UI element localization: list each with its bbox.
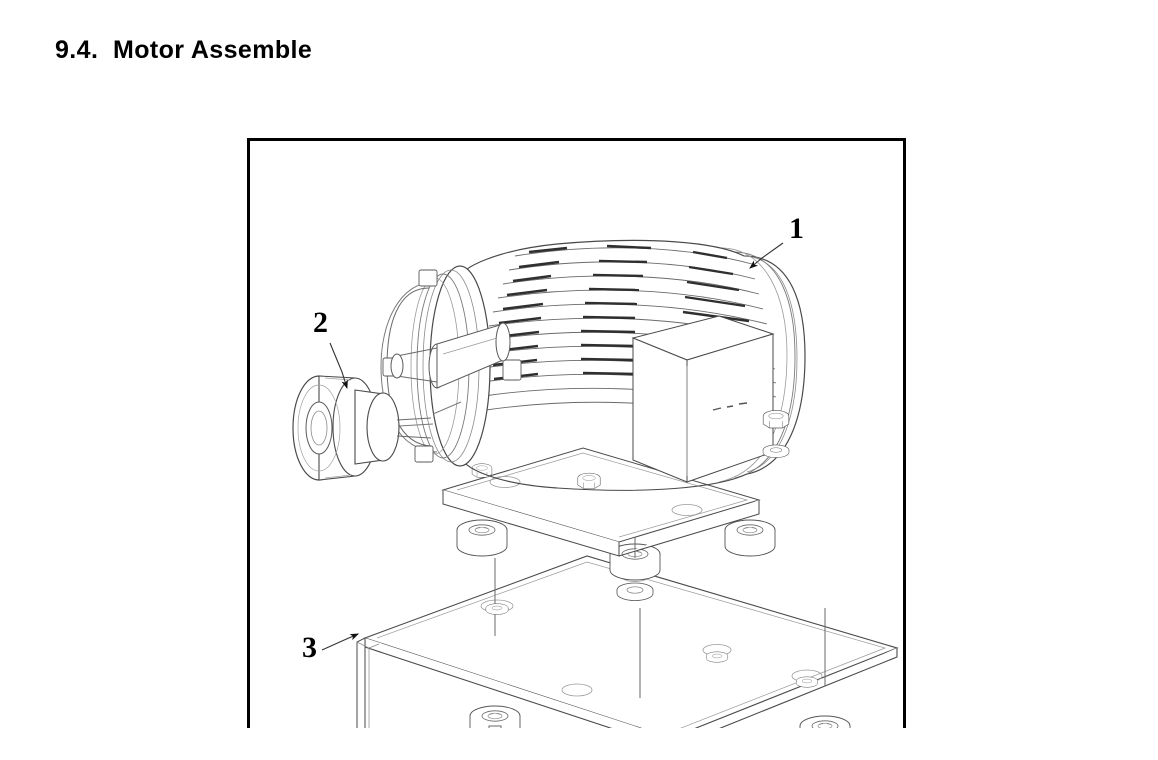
callout-3-label: 3 [302,631,317,664]
pulley-group [292,375,432,481]
base-plate-top-face [363,555,899,728]
motor-assembly-drawing: 1 2 3 [292,212,899,728]
callout-1: 1 [749,212,804,269]
motor-terminal-box [631,315,775,483]
callout-1-label: 1 [789,212,804,245]
motor-body-group [380,239,806,491]
callout-2: 2 [313,306,348,390]
isolator-mount-back-right [724,519,776,557]
motor-shaft [390,322,511,389]
base-plate-flange [356,637,380,728]
page-title: 9.4. Motor Assemble [55,36,313,64]
bolt-stack-front-left [469,558,521,728]
isolator-mount-back-left [456,519,508,557]
motor-bedplate [441,447,761,557]
bolt-stack-front-mid [639,608,641,698]
callout-2-label: 2 [313,306,328,339]
bolt-stack-front-right [799,608,851,728]
base-plate-group [356,555,899,728]
pulley-shaft-link [398,401,462,427]
callout-3: 3 [302,631,360,664]
